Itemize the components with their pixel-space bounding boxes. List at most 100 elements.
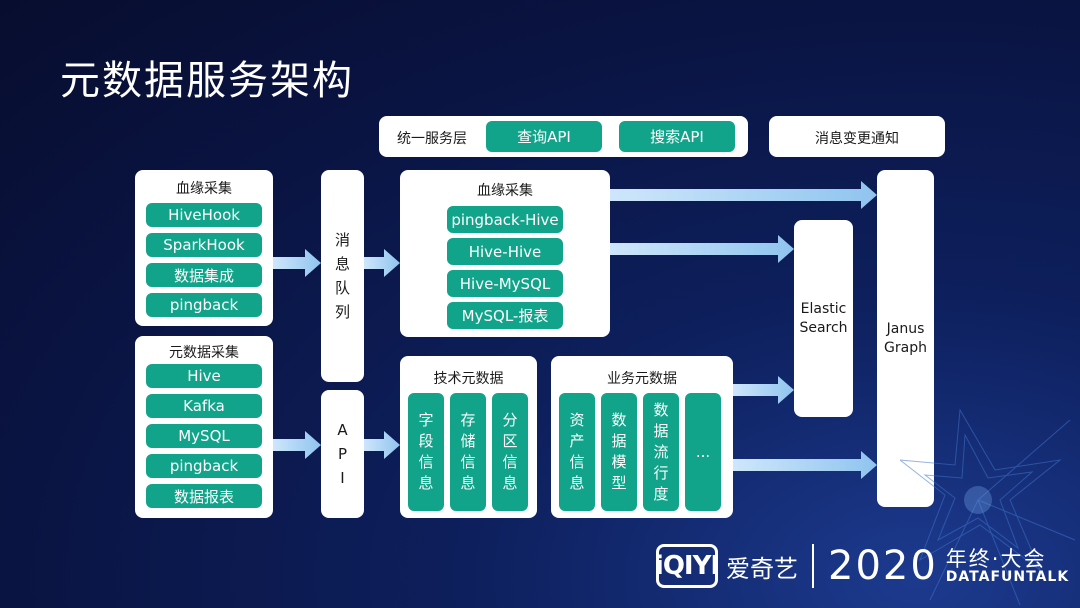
tech-char: 字: [418, 411, 434, 429]
biz-char: 型: [611, 474, 627, 492]
api-char: P: [337, 445, 348, 463]
biz-char: 资: [569, 411, 585, 429]
tech-char: 分: [502, 411, 518, 429]
elastic-search-word: Search: [799, 319, 848, 336]
search-api-pill: 搜索API: [619, 121, 735, 152]
lineage-flow-item: Hive-MySQL: [447, 270, 563, 297]
lineage-collect-left-title: 血缘采集: [176, 181, 232, 197]
api-char: I: [340, 469, 345, 487]
iqiyi-cn-name: 爱奇艺: [726, 554, 798, 583]
event-name-block: 年终·大会 DATAFUNTALK: [946, 548, 1069, 585]
biz-data-popularity-pill: 数 据 流 行 度: [643, 393, 679, 511]
branding-footer: iQIYI 爱奇艺 2020 年终·大会 DATAFUNTALK: [655, 540, 1069, 592]
lineage-item: HiveHook: [146, 203, 262, 227]
message-queue-label: 消 息 队 列: [321, 170, 364, 382]
tech-char: 信: [460, 453, 476, 471]
elastic-search-panel: Elastic Search: [794, 220, 853, 417]
janus-graph-panel: Janus Graph: [877, 170, 934, 507]
arrow-queue-to-lineage: [364, 249, 400, 277]
tech-metadata-title: 技术元数据: [433, 371, 504, 387]
janus-graph-word: Janus: [886, 320, 925, 337]
lineage-collect-right-title: 血缘采集: [477, 183, 533, 199]
arrow-biz-to-janus: [733, 451, 877, 479]
page-title: 元数据服务架构: [60, 58, 354, 104]
biz-char: 息: [569, 474, 585, 492]
api-panel: A P I: [321, 390, 364, 518]
message-queue-char: 消: [334, 231, 350, 249]
notify-label: 消息变更通知: [815, 131, 899, 147]
event-cn-name: 年终·大会: [945, 546, 1047, 571]
biz-ellipsis: ...: [695, 442, 711, 461]
tech-char: 息: [502, 474, 518, 492]
lineage-flow-item: Hive-Hive: [447, 238, 563, 265]
biz-metadata-panel: 业务元数据 资 产 信 息 数 据 模 型 数 据 流 行 度 ...: [551, 356, 733, 518]
biz-char: 据: [653, 421, 669, 440]
biz-char: 数: [653, 400, 669, 419]
message-queue-panel: 消 息 队 列: [321, 170, 364, 382]
notify-panel: 消息变更通知: [769, 116, 945, 157]
metadata-item: MySQL: [146, 424, 262, 448]
lineage-item: SparkHook: [146, 233, 262, 257]
iqiyi-logo: iQIYI: [655, 544, 720, 588]
elastic-search-word: Elastic: [800, 300, 847, 317]
janus-graph-label: Janus Graph: [877, 170, 934, 507]
arrow-lineage-to-queue: [273, 249, 321, 277]
arrow-lineage-to-janus: [610, 181, 877, 209]
tech-char: 信: [418, 453, 434, 471]
lineage-item: 数据集成: [146, 263, 262, 287]
janus-graph-word: Graph: [884, 339, 927, 356]
tech-field-info-pill: 字 段 信 息: [408, 393, 444, 511]
tech-metadata-panel: 技术元数据 字 段 信 息 存 储 信 息 分 区 信 息: [400, 356, 537, 518]
tech-char: 储: [460, 432, 476, 450]
biz-char: 据: [611, 432, 627, 450]
unified-service-layer-label: 统一服务层: [397, 131, 467, 147]
arrow-api-to-tech: [364, 431, 400, 459]
metadata-item: Hive: [146, 364, 262, 388]
metadata-item: 数据报表: [146, 484, 262, 508]
lineage-collect-right-panel: 血缘采集 pingback-Hive Hive-Hive Hive-MySQL …: [400, 170, 610, 337]
tech-storage-info-pill: 存 储 信 息: [450, 393, 486, 511]
message-queue-char: 列: [334, 303, 350, 321]
lineage-collect-left-panel: 血缘采集 HiveHook SparkHook 数据集成 pingback: [135, 170, 273, 326]
biz-char: 数: [611, 411, 627, 429]
biz-char: 流: [653, 442, 669, 461]
tech-char: 段: [418, 432, 434, 450]
tech-char: 息: [418, 474, 434, 492]
biz-data-model-pill: 数 据 模 型: [601, 393, 637, 511]
metadata-item: Kafka: [146, 394, 262, 418]
message-queue-char: 息: [334, 255, 350, 273]
biz-char: 产: [569, 432, 585, 450]
metadata-collect-panel: 元数据采集 Hive Kafka MySQL pingback 数据报表: [135, 336, 273, 518]
arrow-biz-to-elastic: [733, 376, 794, 404]
lineage-item: pingback: [146, 293, 262, 317]
tech-char: 息: [460, 474, 476, 492]
biz-more-pill: ...: [685, 393, 721, 511]
decorative-burst-graphic: [900, 408, 1076, 606]
query-api-pill: 查询API: [486, 121, 602, 152]
biz-char: 模: [611, 453, 627, 471]
unified-service-layer-panel: 统一服务层 查询API 搜索API: [379, 116, 748, 157]
lineage-flow-item: MySQL-报表: [447, 302, 563, 329]
lineage-flow-item: pingback-Hive: [447, 206, 563, 233]
biz-metadata-title: 业务元数据: [607, 371, 677, 387]
api-label: A P I: [321, 390, 364, 518]
elastic-search-label: Elastic Search: [794, 220, 853, 417]
arrow-metadata-to-api: [273, 431, 321, 459]
tech-char: 区: [502, 432, 518, 450]
biz-asset-info-pill: 资 产 信 息: [559, 393, 595, 511]
message-queue-char: 队: [334, 279, 350, 297]
event-year: 2020: [828, 543, 938, 589]
tech-char: 信: [502, 453, 518, 471]
branding-divider: [812, 544, 814, 588]
biz-char: 信: [569, 453, 585, 471]
biz-char: 度: [653, 484, 669, 503]
api-char: A: [337, 421, 348, 439]
tech-char: 存: [460, 411, 476, 429]
metadata-item: pingback: [146, 454, 262, 478]
metadata-collect-title: 元数据采集: [169, 345, 239, 361]
biz-char: 行: [653, 463, 669, 482]
tech-partition-info-pill: 分 区 信 息: [492, 393, 528, 511]
arrow-lineage-to-elastic: [610, 235, 794, 263]
event-en-name: DATAFUNTALK: [945, 568, 1070, 585]
